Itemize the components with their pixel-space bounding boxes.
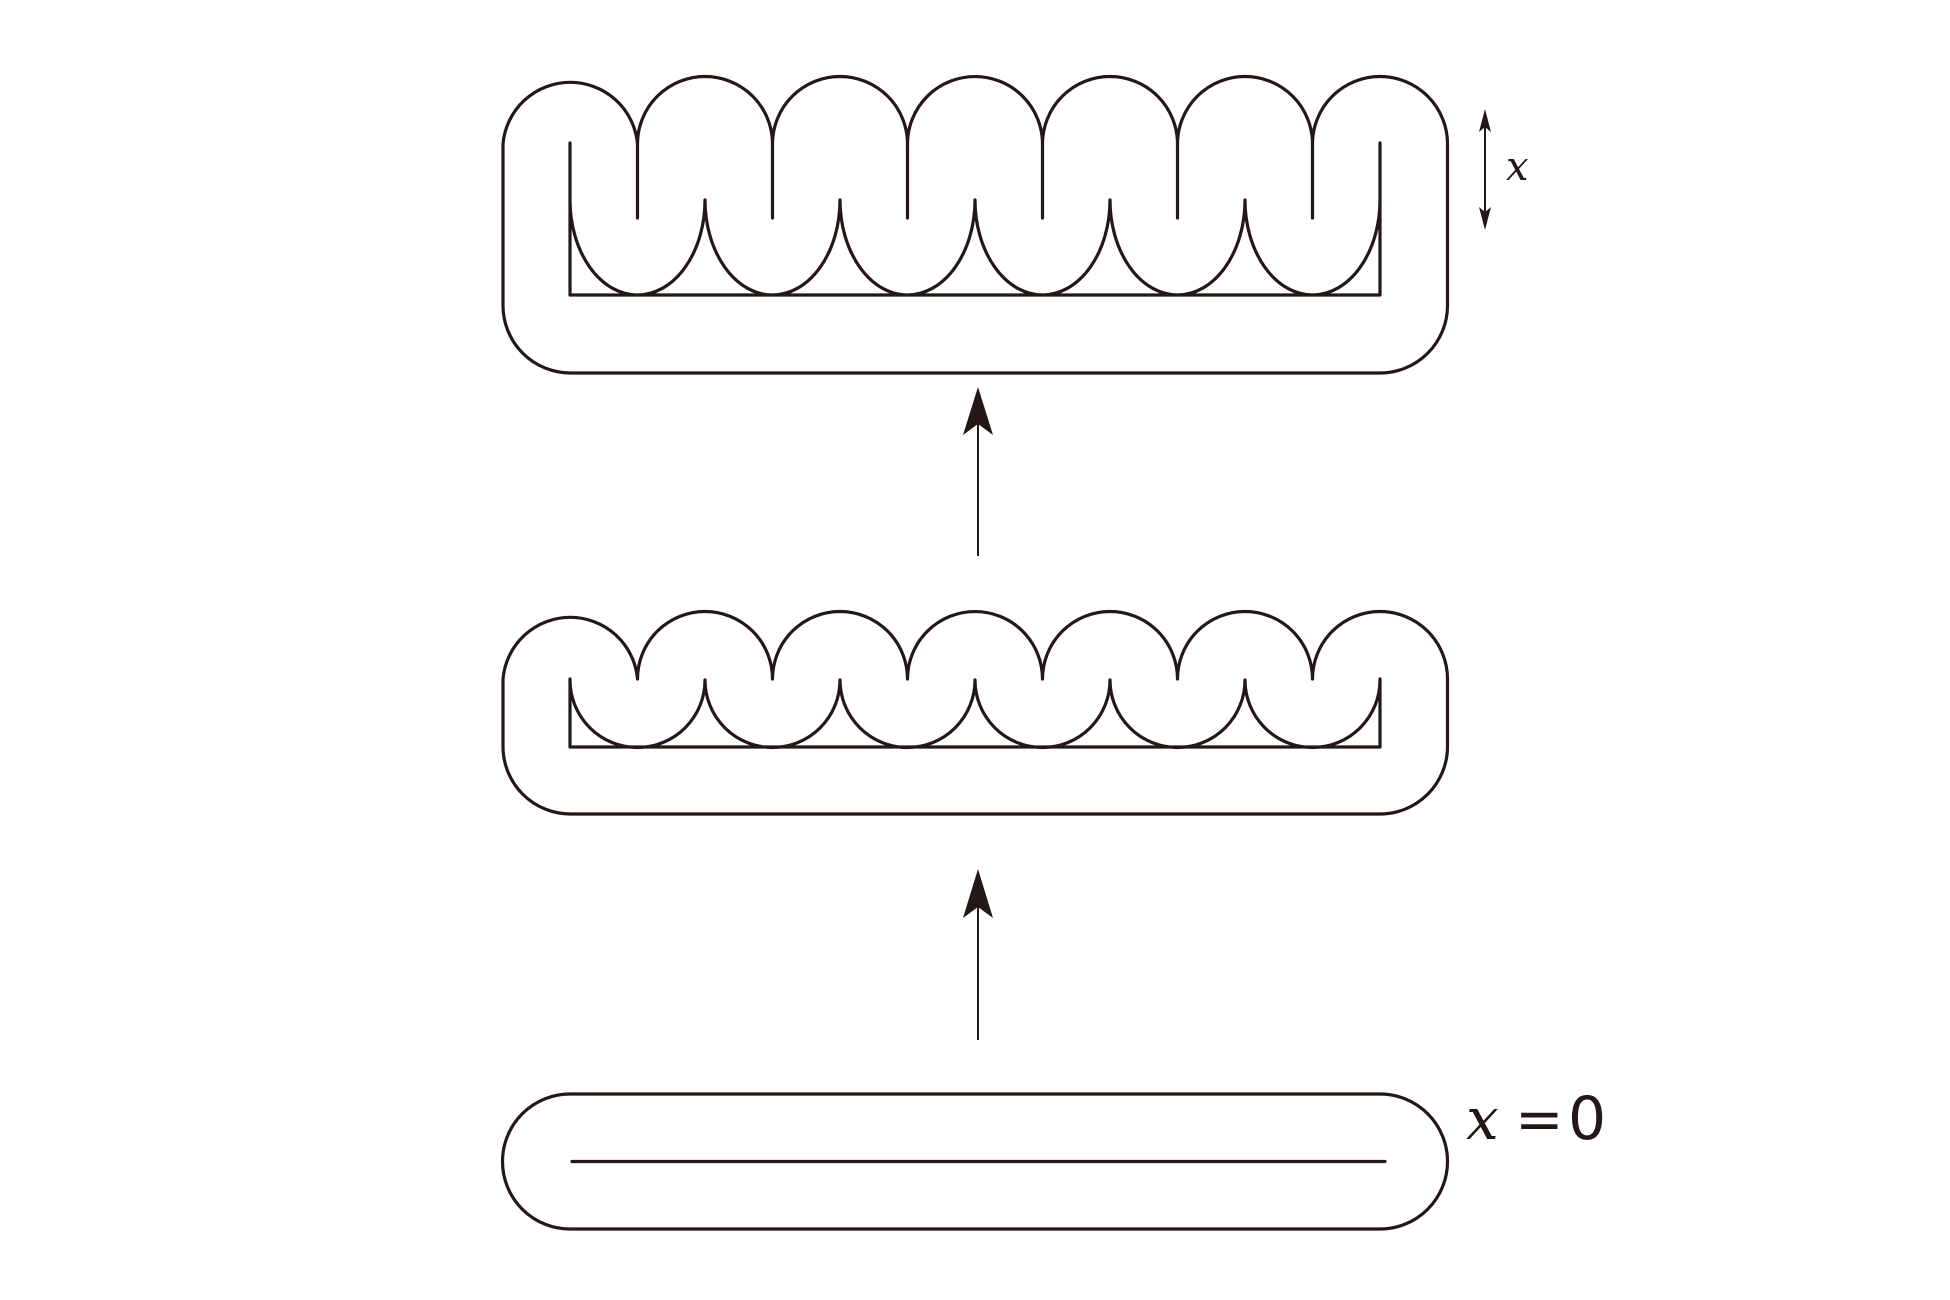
inner-boundary-deep <box>568 141 1382 297</box>
up-arrow-lower <box>963 869 993 1040</box>
folded-stadium-shallow <box>501 609 1450 816</box>
dimension-arrow <box>1479 109 1491 230</box>
inner-boundary-shallow <box>568 677 1382 750</box>
up-arrow-upper <box>963 387 993 556</box>
outer-boundary-flat <box>500 1092 1450 1231</box>
outer-boundary-deep <box>501 74 1450 375</box>
fold-lines-deep <box>635 142 1315 220</box>
initial-variable: x <box>1466 1085 1499 1153</box>
folded-stadium-deep <box>501 74 1450 375</box>
dimension-label: x <box>1506 144 1529 190</box>
initial-value: 0 <box>1568 1084 1606 1154</box>
initial-equals: = <box>1515 1085 1564 1153</box>
outer-boundary-shallow <box>501 609 1450 816</box>
flat-stadium <box>500 1092 1450 1231</box>
